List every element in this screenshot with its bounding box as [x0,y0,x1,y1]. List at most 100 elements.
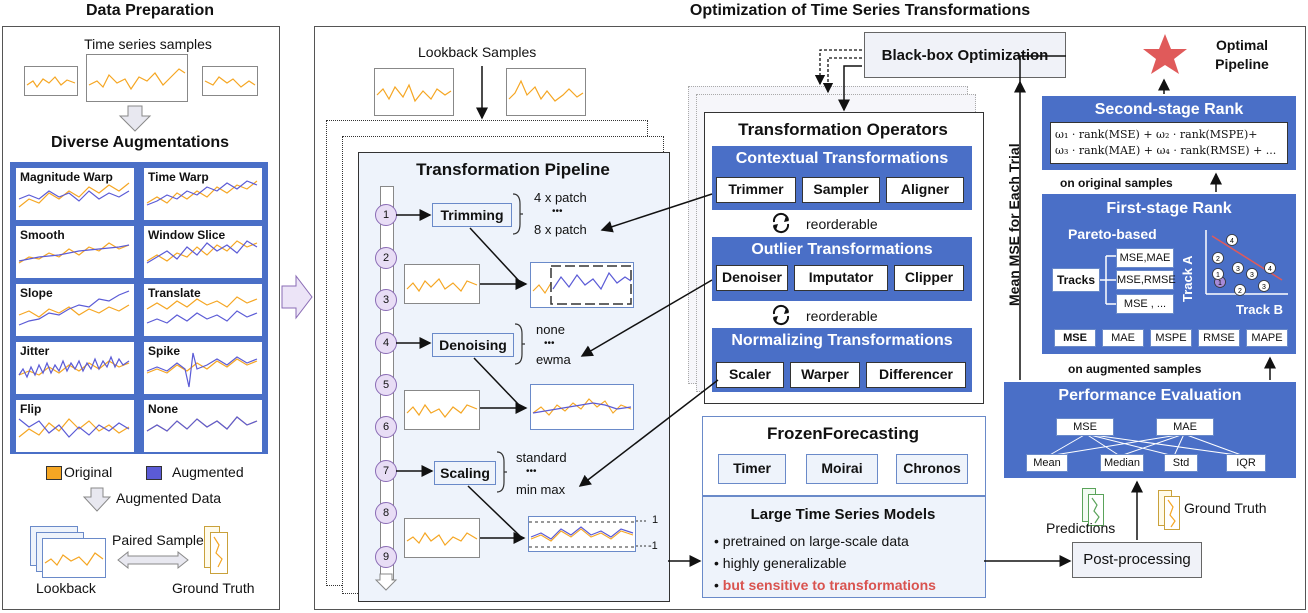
lookback-samples-label: Lookback Samples [418,44,537,60]
pipeline-step-8[interactable]: 8 [375,502,397,524]
denoise-opt-1: none [536,322,565,337]
denoise-output-thumb [530,384,634,430]
pareto-point [1226,234,1238,246]
scale-opt-1: standard [516,450,567,465]
original-series-line [146,296,258,310]
pareto-point-label: 4 [1230,238,1234,245]
pipeline-step-5[interactable]: 5 [375,374,397,396]
trim-input-thumb [404,264,480,304]
pareto-point [1212,252,1224,264]
scale-output-thumb [528,516,636,552]
reorderable-label-2: reorderable [806,308,878,324]
legend-augmented-swatch [146,466,162,480]
scaling-box[interactable]: Scaling [434,461,496,485]
augmented-series-line [146,310,258,324]
denoise-opt-3: ewma [536,352,571,367]
reorderable-label-1: reorderable [806,216,878,232]
augmentation-cell: Smooth [16,226,134,278]
augmentation-label: None [148,402,178,416]
scaler-button[interactable]: Scaler [716,362,784,388]
trimmer-button[interactable]: Trimmer [716,177,796,203]
pareto-point-label: 1 [1218,280,1222,287]
scale-mark-lines [636,520,646,547]
samples-label: Time series samples [84,36,212,52]
metric-rmse: RMSE [1198,329,1240,347]
augmentation-cell: Translate [144,284,262,336]
augmented-series-line [18,355,130,379]
augmented-series-line [18,244,130,262]
trim-output-thumb [530,262,634,308]
pareto-point-label: 3 [1262,284,1266,291]
denoising-box[interactable]: Denoising [432,333,514,357]
pipeline-title: Transformation Pipeline [416,160,610,179]
perf-std: Std [1164,454,1198,472]
differencer-button[interactable]: Differencer [866,362,966,388]
down-arrow-icon-2 [82,487,112,512]
augmentation-sparkline [18,355,130,379]
denoise-brace [514,323,525,365]
augmentation-cell: Window Slice [144,226,262,278]
trim-opt-1: 4 x patch [534,190,587,205]
bullet-icon: • [714,533,723,549]
trimming-box[interactable]: Trimming [432,203,512,227]
optimization-title: Optimization of Time Series Transformati… [689,2,1031,19]
sampler-button[interactable]: Sampler [802,177,880,203]
augmented-series-line [18,290,130,326]
bullet-icon: • [714,577,723,593]
pipeline-step-2[interactable]: 2 [375,247,397,269]
pareto-point [1246,268,1258,280]
denoise-input-thumb [404,390,480,430]
sample-thumb-1 [24,66,78,96]
sample-thumb-3 [202,66,258,96]
second-stage-title: Second-stage Rank [1094,101,1244,118]
optimal-pipeline-label: Optimal Pipeline [1215,37,1269,72]
pipeline-step-6[interactable]: 6 [375,416,397,438]
star-icon [1143,34,1187,74]
augmentation-cell: Magnitude Warp [16,168,134,220]
pipeline-step-3[interactable]: 3 [375,289,397,311]
ltsm-bullets: • pretrained on large-scale data• highly… [714,530,982,596]
ltsm-title: Large Time Series Models [750,506,936,523]
second-stage-formula: ω₁ · rank(MSE) + ω₂ · rank(MSPE)+ ω₃ · r… [1050,122,1288,164]
predictions-label: Predictions [1046,520,1116,536]
scale-mark-1: 1 [652,514,659,526]
perf-iqr: IQR [1226,454,1266,472]
augmented-data-label: Augmented Data [116,490,222,506]
imputator-button[interactable]: Imputator [794,265,888,291]
reorder-icon [772,212,790,234]
post-processing-box[interactable]: Post-processing [1072,542,1202,578]
timer-model[interactable]: Timer [718,454,786,484]
gt-right-stack-front [1164,496,1180,530]
blackbox-optimization-box[interactable]: Black-box Optimization [864,32,1066,78]
track-item-1: MSE,MAE [1116,248,1174,268]
aligner-button[interactable]: Aligner [886,177,964,203]
pipeline-step-4[interactable]: 4 [375,332,397,354]
pipeline-step-9[interactable]: 9 [375,546,397,568]
metric-mse: MSE [1054,329,1096,347]
tracks-box: Tracks [1052,268,1100,292]
sample-thumb-2 [86,54,188,102]
augmented-series-line [146,180,258,206]
scale-brace [496,451,507,493]
contextual-title: Contextual Transformations [735,150,949,167]
clipper-button[interactable]: Clipper [894,265,964,291]
augmentation-sparkline [18,182,130,208]
augmentation-cell: Slope [16,284,134,336]
formula-line-1: ω₁ · rank(MSE) + ω₂ · rank(MSPE)+ [1055,128,1258,141]
denoiser-button[interactable]: Denoiser [716,265,788,291]
legend-augmented-label: Augmented [172,464,244,480]
augmentation-cell: Spike [144,342,262,394]
moirai-model[interactable]: Moirai [806,454,878,484]
warper-button[interactable]: Warper [790,362,860,388]
ltsm-panel [702,496,986,598]
track-item-2: MSE,RMSE [1116,270,1176,290]
pipeline-step-1[interactable]: 1 [375,204,397,226]
ltsm-bullet-text: but sensitive to transformations [722,577,936,593]
augmentation-label: Slope [20,286,53,300]
augmentation-label: Spike [148,344,181,358]
pareto-point [1264,262,1276,274]
rail-arrow-icon [374,573,398,591]
chronos-model[interactable]: Chronos [896,454,968,484]
